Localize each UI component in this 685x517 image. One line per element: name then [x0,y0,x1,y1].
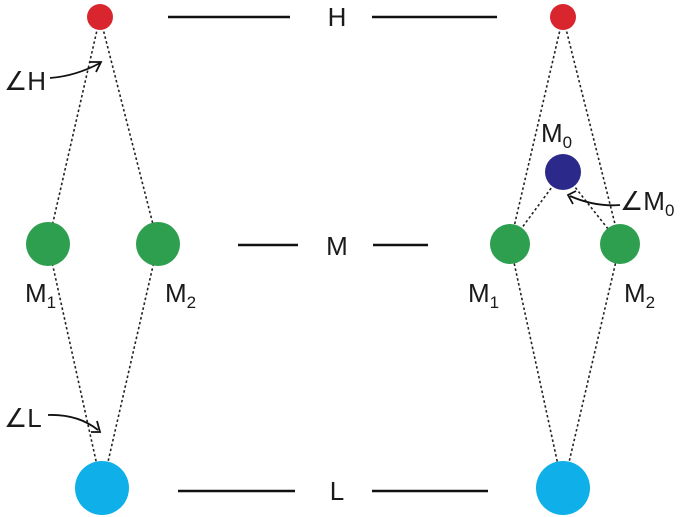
label-m1-left: M1 [25,278,56,312]
label-m2-right: M2 [624,278,655,312]
angle-h-label: ∠H [4,66,46,96]
level-m-label: M [326,231,348,261]
node-h-left [87,4,113,30]
edge-m2-l-right [562,243,621,489]
edge-m1-l-right [509,243,564,489]
node-l-left [75,461,129,515]
edge-h-m1-right [509,16,564,245]
edge-h-m1-left [47,16,101,245]
label-m2-left: M2 [165,278,196,312]
angle-l-arrow [47,414,102,433]
node-m1-right [490,224,530,264]
angle-h-arrow [49,61,103,79]
level-h-label: H [328,2,347,32]
level-l-label: L [330,476,344,506]
left-edges [47,16,159,489]
node-m2-left [136,222,180,266]
node-m2-right [600,224,640,264]
node-h-right [550,4,576,30]
angle-m0-arrow [566,190,621,207]
edge-m1-l-left [47,243,103,489]
label-m0-right: M0 [541,118,572,152]
node-m0-right [545,154,581,190]
label-m1-right: M1 [468,278,499,312]
edge-h-m2-left [99,16,159,245]
edge-h-m2-right [562,16,621,245]
node-m1-left [26,222,70,266]
angle-m0-label: ∠M0 [620,186,674,220]
node-l-right [536,461,590,515]
edge-m2-l-left [101,243,159,489]
angle-l-label: ∠L [4,403,42,433]
